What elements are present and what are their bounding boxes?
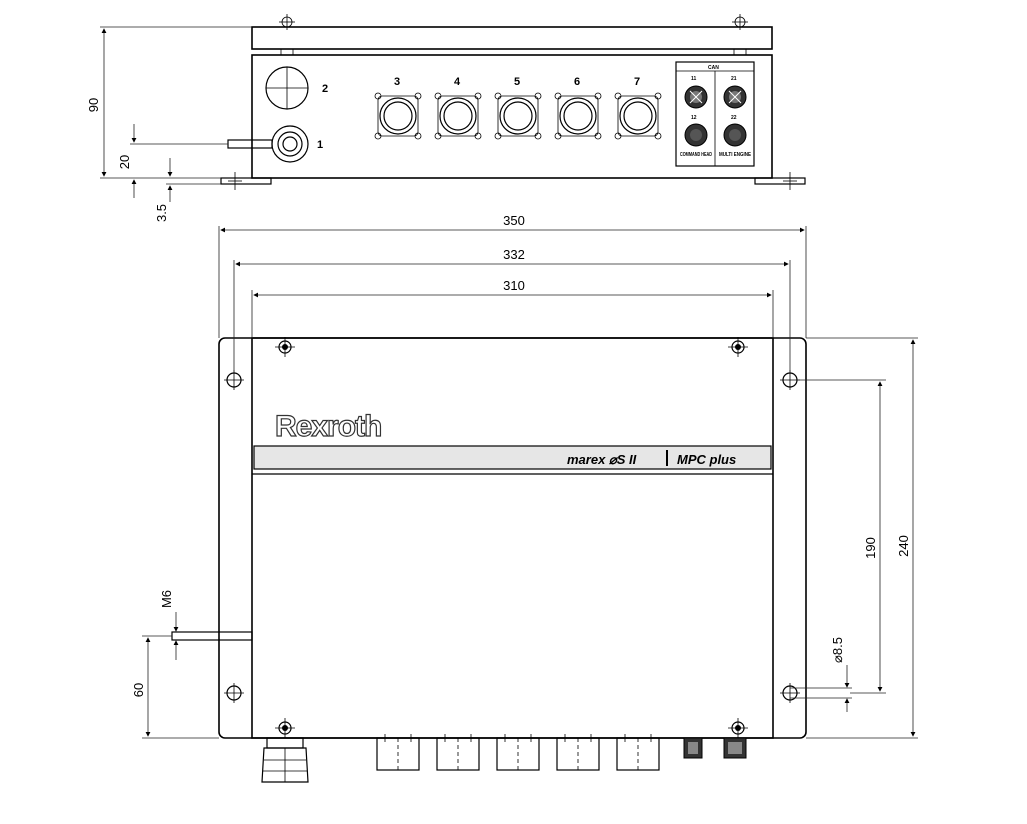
- connector-label-6: 6: [574, 76, 580, 88]
- bottom-connector-4: [436, 734, 480, 771]
- can-port-label-21: 21: [731, 76, 737, 82]
- dim-label-190: 190: [863, 537, 878, 559]
- mounting-hole-bottom-left: [224, 683, 244, 703]
- screw-top-left: [275, 337, 295, 357]
- mounting-hole-bottom-right: [780, 683, 800, 703]
- dim-label-310: 310: [503, 278, 525, 293]
- screw-bottom-left: [275, 718, 295, 738]
- flange-right: [754, 177, 806, 185]
- connector-label-4: 4: [454, 76, 461, 88]
- dim-flange: 3.5: [154, 158, 221, 222]
- dim-label-8-5: ⌀8.5: [830, 637, 845, 663]
- bottom-connector-3: [376, 734, 420, 771]
- bottom-gland: [261, 737, 309, 783]
- product-band: [253, 445, 772, 470]
- connector-label-7: 7: [634, 76, 640, 88]
- product-name: marex ⌀S II: [567, 452, 637, 467]
- dim-side-offset: 20: [117, 124, 228, 198]
- connector-label-3: 3: [394, 76, 400, 88]
- connector-1: [227, 125, 309, 163]
- can-port-label-22: 22: [731, 115, 737, 121]
- ground-stud: [171, 631, 253, 641]
- top-body: [251, 54, 773, 179]
- front-view: Rexroth marex ⌀S II MPC plus: [131, 213, 918, 783]
- connector-3: [374, 92, 422, 140]
- product-suffix: MPC plus: [677, 452, 736, 467]
- screw-bottom-right: [728, 718, 748, 738]
- dim-hole-spacing: 190: [797, 379, 886, 694]
- front-body: [251, 337, 774, 739]
- can-port-label-11: 11: [691, 76, 697, 82]
- can-port-21: [723, 85, 747, 109]
- can-port-12: [684, 123, 708, 147]
- mounting-plate: [218, 337, 807, 739]
- top-lid: [251, 26, 773, 50]
- dim-width-total: 350: [218, 213, 807, 338]
- can-caption-command: COMMAND HEAD: [680, 152, 712, 158]
- dim-width-body: 310: [251, 278, 774, 338]
- brand-logo: Rexroth: [275, 410, 381, 443]
- connector-7: [614, 92, 662, 140]
- bottom-connector-6: [556, 734, 600, 771]
- screw-top-right: [728, 337, 748, 357]
- mounting-hole-top-left: [224, 370, 244, 390]
- dim-label-240: 240: [896, 535, 911, 557]
- dim-height-top: 90: [86, 26, 252, 179]
- dim-label-332: 332: [503, 247, 525, 262]
- dim-label-60: 60: [131, 683, 146, 697]
- top-view: 2 1: [86, 14, 806, 222]
- can-port-11: [684, 85, 708, 109]
- bottom-connector-5: [496, 734, 540, 771]
- can-port-22: [723, 123, 747, 147]
- dim-label-20: 20: [117, 155, 132, 169]
- bottom-connector-7: [616, 734, 660, 771]
- dim-hole-diameter: ⌀8.5: [790, 637, 852, 712]
- bottom-can-connectors: [683, 737, 747, 759]
- can-caption-multi: MULTI ENGINE: [719, 152, 752, 158]
- lid-screw-left: [279, 14, 295, 56]
- connector-2: [265, 66, 309, 110]
- flange-left: [220, 177, 272, 185]
- dim-ground-height: 60: [131, 635, 219, 739]
- lid-screw-right: [732, 14, 748, 56]
- dim-height-total: 240: [806, 337, 918, 739]
- connector-4: [434, 92, 482, 140]
- can-port-label-12: 12: [691, 115, 697, 121]
- can-panel: CAN 11 21 12 22: [675, 61, 755, 167]
- dim-label-3-5: 3.5: [154, 204, 169, 222]
- dim-thread: M6: [159, 590, 179, 660]
- connector-6: [554, 92, 602, 140]
- connector-label-1: 1: [317, 139, 323, 151]
- connector-5: [494, 92, 542, 140]
- connector-label-2: 2: [322, 83, 328, 95]
- dim-label-m6: M6: [159, 590, 174, 608]
- dim-label-90: 90: [86, 98, 101, 112]
- connector-label-5: 5: [514, 76, 520, 88]
- can-title: CAN: [708, 65, 719, 71]
- dim-width-holes: 332: [233, 247, 791, 372]
- dim-label-350: 350: [503, 213, 525, 228]
